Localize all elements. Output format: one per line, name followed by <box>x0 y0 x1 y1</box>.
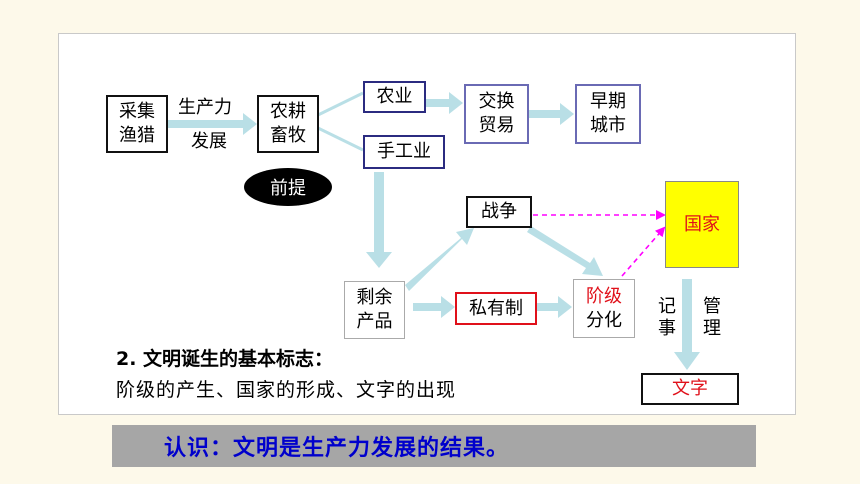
line-farming-to-agriculture <box>317 91 364 117</box>
node-handicraft-label: 手工业 <box>377 141 431 162</box>
node-state-label: 国家 <box>684 213 720 235</box>
arrow-agriculture-to-exchange <box>426 92 463 114</box>
arrow-hunting-to-farming <box>168 113 257 135</box>
label-record: 记 事 <box>658 296 676 339</box>
arrow-class-to-writing <box>674 279 700 370</box>
conclusion-banner: 认识：文明是生产力发展的结果。 <box>112 425 756 467</box>
node-writing: 文字 <box>641 373 739 405</box>
node-war-label: 战争 <box>481 201 517 222</box>
node-class-division-prefix: 阶级 <box>586 285 622 307</box>
node-surplus: 剩余 产品 <box>344 281 405 339</box>
node-state: 国家 <box>665 181 739 268</box>
node-handicraft: 手工业 <box>363 135 445 169</box>
node-private-ownership: 私有制 <box>455 292 537 325</box>
section-heading: 2. 文明诞生的基本标志： <box>116 348 334 370</box>
arrow-handicraft-to-surplus <box>366 172 392 268</box>
node-writing-label: 文字 <box>672 378 708 399</box>
node-hunting: 采集 渔猎 <box>106 95 168 153</box>
node-class-division-suffix: 分化 <box>586 309 622 331</box>
section-subtext: 阶级的产生、国家的形成、文字的出现 <box>116 379 457 401</box>
node-hunting-label: 采集 渔猎 <box>119 101 155 146</box>
node-early-city-label: 早期 城市 <box>590 91 626 136</box>
label-productivity: 生产力 <box>178 97 232 118</box>
label-manage: 管 理 <box>703 296 721 339</box>
arrow-surplus-to-private <box>413 296 455 318</box>
premise-badge: 前提 <box>244 168 332 206</box>
arrow-exchange-to-city <box>529 103 574 125</box>
line-farming-to-handicraft <box>317 126 364 152</box>
dashed-arrow-class-to-state <box>621 226 666 277</box>
node-farming: 农耕 畜牧 <box>257 95 319 153</box>
label-development: 发展 <box>191 131 227 152</box>
arrow-private-to-class <box>537 296 572 318</box>
node-surplus-label: 剩余 产品 <box>356 287 393 332</box>
node-class-division: 阶级 分化 <box>573 279 635 338</box>
node-war: 战争 <box>466 196 532 228</box>
node-private-ownership-label: 私有制 <box>469 297 523 319</box>
node-farming-label: 农耕 畜牧 <box>270 101 306 146</box>
node-agriculture: 农业 <box>363 81 426 113</box>
node-exchange: 交换 贸易 <box>464 84 529 144</box>
node-early-city: 早期 城市 <box>575 84 641 144</box>
arrow-surplus-to-war <box>405 228 474 291</box>
conclusion-text: 认识：文明是生产力发展的结果。 <box>164 436 510 461</box>
node-exchange-label: 交换 贸易 <box>478 91 515 136</box>
node-agriculture-label: 农业 <box>376 86 413 107</box>
arrow-war-to-class <box>527 226 603 276</box>
